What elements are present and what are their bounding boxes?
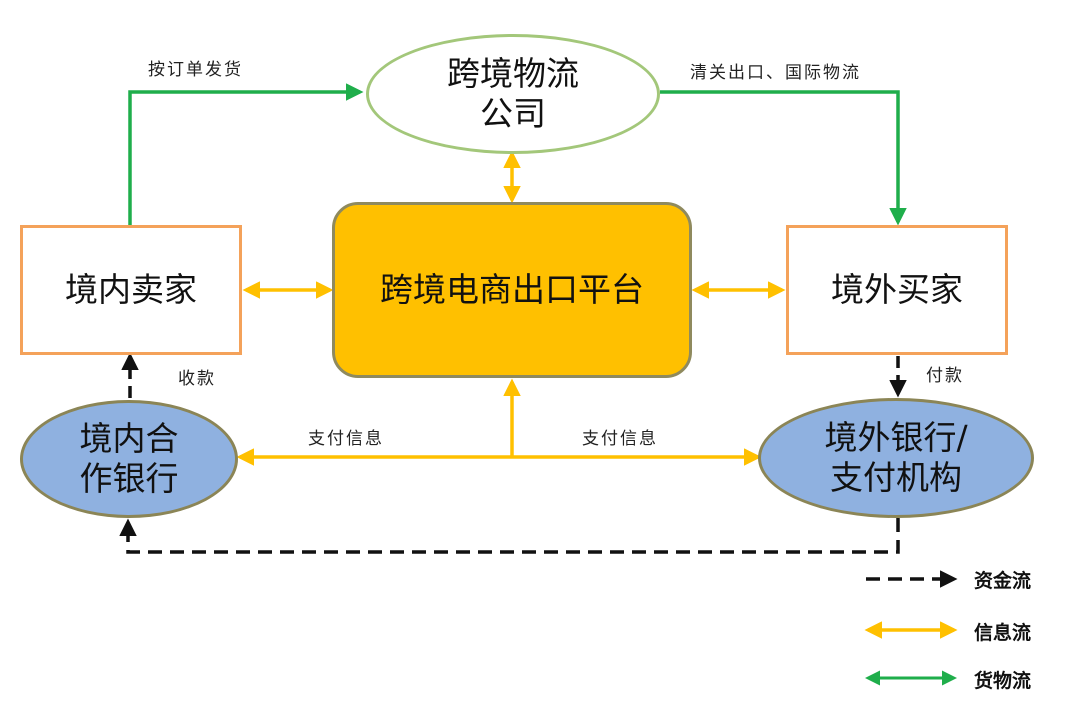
edge-label-customs-export: 清关出口、国际物流 xyxy=(690,63,861,83)
edge-label-pay-info-right: 支付信息 xyxy=(582,429,658,449)
buyer-label: 境外买家 xyxy=(831,270,963,309)
platform-node: 跨境电商出口平台 xyxy=(332,202,692,378)
domestic-bank-node: 境内合 作银行 xyxy=(20,400,238,518)
seller-node: 境内卖家 xyxy=(20,225,242,355)
edge-label-receive-payment: 收款 xyxy=(178,369,216,389)
legend-goods-label: 货物流 xyxy=(974,670,1032,692)
logistics-label-line1: 跨境物流 xyxy=(447,54,579,93)
buyer-node: 境外买家 xyxy=(786,225,1008,355)
goods-flow-logistics-to-buyer xyxy=(660,90,907,226)
capital-flow-foreign-to-domestic xyxy=(119,518,900,554)
edge-label-ship-by-order: 按订单发货 xyxy=(148,60,243,80)
seller-label: 境内卖家 xyxy=(65,270,197,309)
domestic-bank-line1: 境内合 xyxy=(79,419,179,458)
foreign-bank-line1: 境外银行/ xyxy=(824,418,968,457)
edge-label-pay: 付款 xyxy=(926,366,964,386)
legend-info-label: 信息流 xyxy=(974,622,1032,644)
legend-capital-label: 资金流 xyxy=(974,570,1032,592)
goods-flow-seller-to-logistics xyxy=(128,83,364,225)
logistics-company-node: 跨境物流 公司 xyxy=(366,34,660,154)
edge-label-pay-info-left: 支付信息 xyxy=(308,429,384,449)
foreign-bank-node: 境外银行/ 支付机构 xyxy=(758,398,1034,518)
foreign-bank-line2: 支付机构 xyxy=(830,458,962,497)
logistics-label-line2: 公司 xyxy=(480,94,546,133)
platform-label: 跨境电商出口平台 xyxy=(380,270,644,309)
domestic-bank-line2: 作银行 xyxy=(79,459,179,498)
